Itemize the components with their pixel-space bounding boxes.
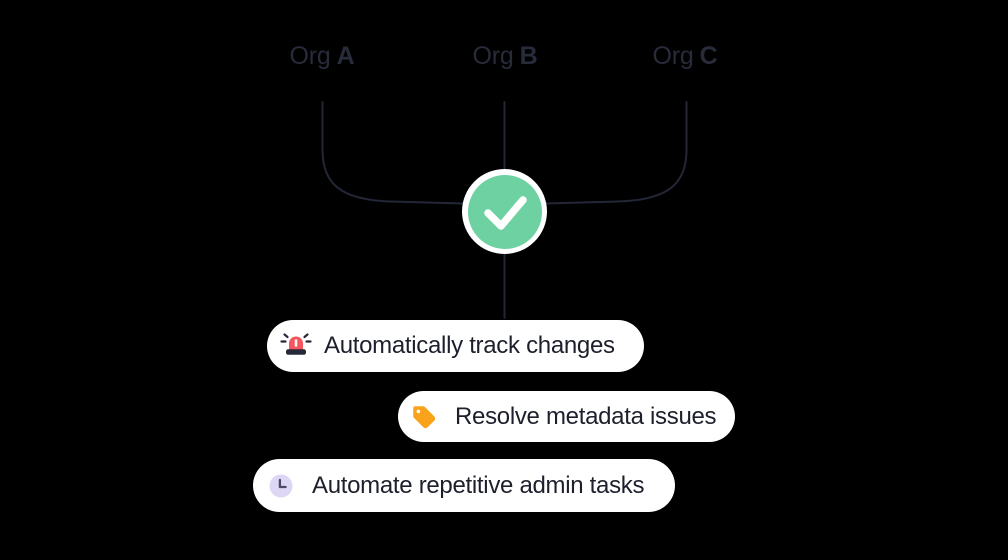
pill-label: Automate repetitive admin tasks <box>312 471 645 499</box>
pill-label: Resolve metadata issues <box>455 402 717 430</box>
siren-icon <box>280 332 312 360</box>
org-a-letter: A <box>336 42 355 70</box>
connector-org-a <box>321 101 464 205</box>
benefit-pill-track-changes: Automatically track changes <box>267 320 644 372</box>
check-badge-circle <box>467 174 542 249</box>
tag-icon <box>410 403 438 431</box>
org-b-prefix: Org <box>472 42 514 70</box>
org-c-letter: C <box>699 42 718 70</box>
clock-icon <box>269 474 293 498</box>
org-b-letter: B <box>519 42 538 70</box>
org-a-prefix: Org <box>289 42 331 70</box>
check-icon <box>483 195 527 230</box>
benefit-pill-metadata-issues: Resolve metadata issues <box>398 391 735 442</box>
connector-org-c <box>545 101 688 205</box>
pill-label: Automatically track changes <box>324 332 615 359</box>
check-badge <box>462 169 547 254</box>
benefit-pill-admin-tasks: Automate repetitive admin tasks <box>253 459 675 512</box>
org-c-prefix: Org <box>652 42 694 70</box>
